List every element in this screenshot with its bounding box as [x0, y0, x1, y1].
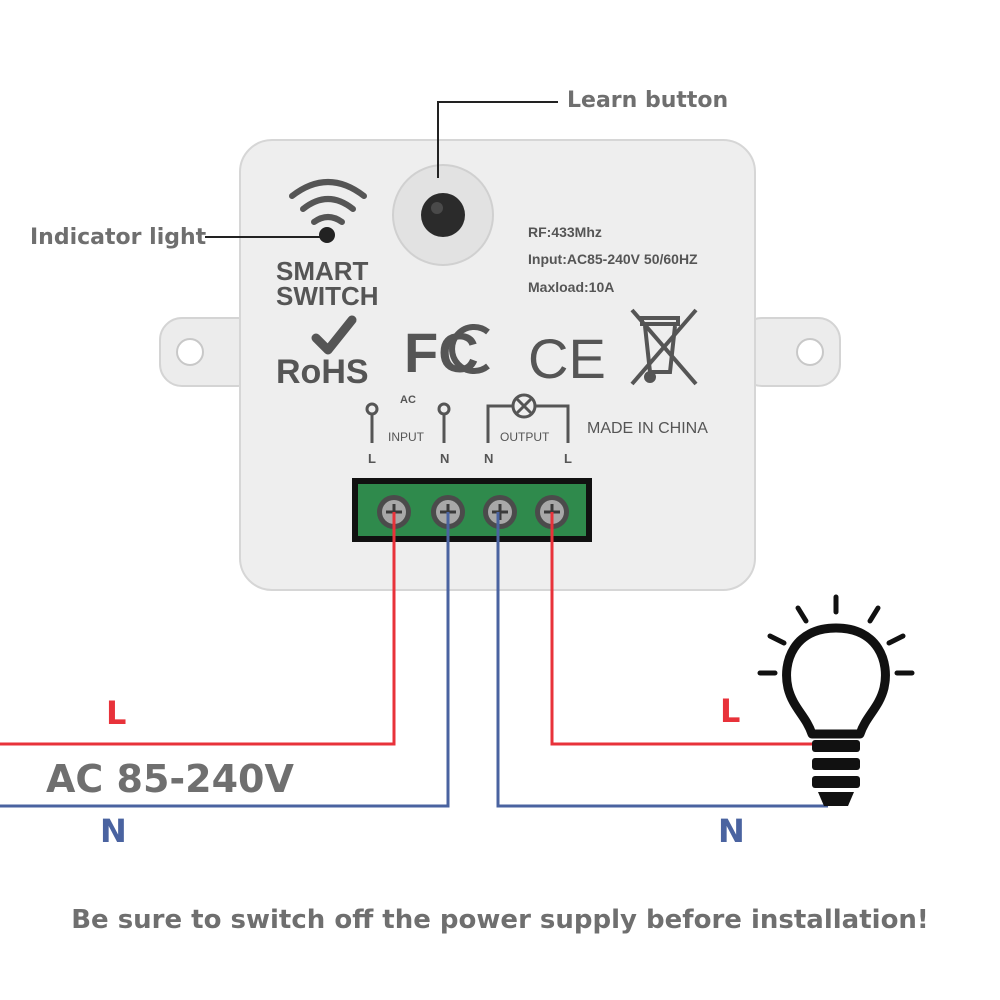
wire-input-live [0, 512, 396, 746]
brand-line-1: SMART [276, 256, 369, 286]
learn-button-leader [437, 101, 558, 178]
terminal-label-4: L [564, 451, 572, 466]
left-neutral-label: N [100, 812, 127, 850]
indicator-light-callout: Indicator light [30, 225, 207, 250]
input-terminal-symbol [365, 402, 451, 443]
fcc-mark: FC [404, 321, 490, 384]
terminal-label-2: N [440, 451, 449, 466]
svg-text:RoHS: RoHS [276, 353, 369, 391]
right-neutral-label: N [718, 812, 745, 850]
terminal-label-3: N [484, 451, 493, 466]
screw-terminal-3[interactable] [483, 495, 517, 529]
wire-output-live [550, 512, 822, 746]
wifi-icon [289, 179, 367, 225]
spec-maxload: Maxload:10A [528, 279, 614, 295]
rohs-mark: RoHS [276, 315, 369, 391]
learn-button-callout: Learn button [567, 88, 728, 113]
spec-input: Input:AC85-240V 50/60HZ [528, 251, 698, 267]
spec-rf: RF:433Mhz [528, 224, 602, 240]
indicator-light [319, 227, 335, 243]
brand-line-2: SWITCH [276, 281, 379, 311]
terminal-label-1: L [368, 451, 376, 466]
wire-input-neutral [0, 512, 450, 808]
ce-mark: CE [528, 327, 606, 390]
light-bulb-icon [757, 594, 915, 806]
made-in-label: MADE IN CHINA [587, 420, 708, 437]
weee-bin-icon [630, 308, 698, 386]
output-label: OUTPUT [500, 430, 550, 444]
ac-mark: AC [400, 394, 416, 406]
output-terminal-symbol [486, 393, 570, 443]
mounting-ear-right [739, 317, 841, 387]
learn-button[interactable] [392, 164, 494, 266]
installation-warning: Be sure to switch off the power supply b… [71, 905, 929, 935]
left-live-label: L [106, 694, 126, 732]
supply-voltage-label: AC 85-240V [46, 757, 295, 801]
input-label: INPUT [388, 430, 425, 444]
wire-output-neutral [496, 512, 828, 808]
right-live-label: L [720, 692, 740, 730]
